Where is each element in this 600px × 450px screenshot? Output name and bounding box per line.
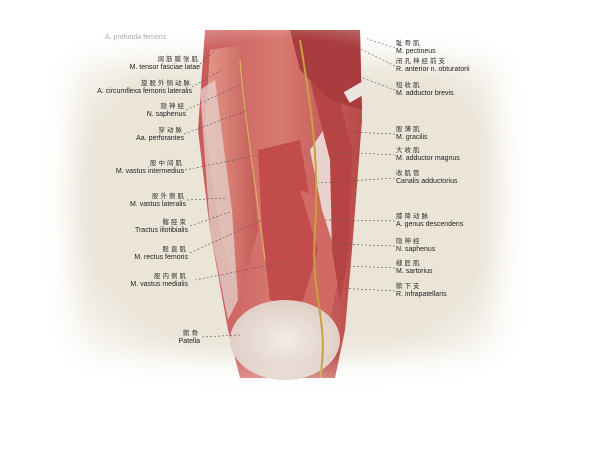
label-profunda-femoris: A. profunda femoris [105,34,167,41]
